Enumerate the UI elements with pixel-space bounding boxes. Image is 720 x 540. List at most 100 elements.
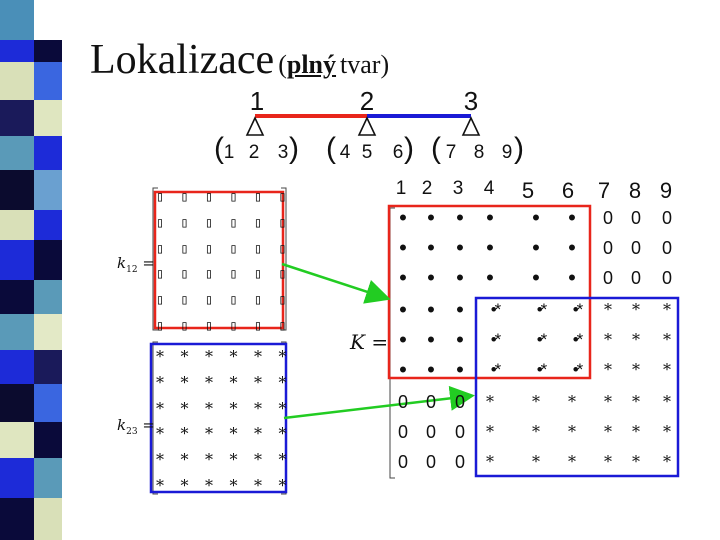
K-matrix-entry: 0 [630,208,641,228]
k12-matrix-entry: ▯ [204,189,214,205]
K-matrix-entry: •* [572,360,584,379]
K-column-header: 6 [561,178,575,203]
K-matrix-entry: * [532,422,540,441]
k12-matrix-entry: ▯ [155,292,165,309]
k23-matrix-entry: * [156,347,164,366]
K-matrix-entry: 0 [454,452,465,472]
k23-matrix-entry: * [254,476,262,495]
K-matrix-entry: * [663,330,671,349]
K-column-header: 3 [452,178,464,199]
K-matrix-entry: • [399,205,407,230]
K-matrix-entry: •* [536,330,548,349]
K-matrix-entry: • [456,205,464,230]
K-matrix-entry: • [568,265,576,290]
K-matrix-entry: •* [490,360,502,379]
K-matrix-entry: 0 [661,268,672,288]
k23-label-k: k [117,416,127,434]
k12-matrix-entry: ▯ [204,214,214,231]
k12-matrix-entry: ▯ [180,292,189,309]
k12-matrix-entry: ▯ [253,292,263,309]
k12-matrix-entry: ▯ [229,240,238,257]
K-label-eq: = [371,330,389,354]
K-matrix-entry: * [663,452,671,471]
k12-matrix-entry: ▯ [278,214,287,231]
k12-label-k: k [117,254,127,272]
K-matrix-entry: • [456,357,464,382]
k23-matrix-entry: * [205,476,213,495]
k23-matrix-entry: * [180,424,189,444]
k12-matrix-entry: ▯ [229,292,238,309]
k12-matrix-entry: ▯ [278,266,287,283]
k23-matrix-entry: * [278,476,287,495]
K-matrix-entry: 0 [630,238,641,258]
K-matrix-entry: * [604,360,612,379]
K-matrix-entry: * [568,392,576,411]
support-triangle-1 [245,116,265,136]
dof-label: 5 [361,142,373,163]
k23-matrix-entry: * [278,450,287,470]
title-open-paren: ( [278,50,287,79]
k12-matrix-entry: ▯ [229,318,238,334]
K-matrix-entry: • [532,205,540,230]
K-matrix-entry: * [632,360,640,379]
arrow-k23-to-K [283,385,475,420]
K-matrix-entry: •* [572,300,584,319]
K-matrix-entry: • [427,297,435,322]
k23-matrix-entry: * [180,450,189,470]
k12-matrix-entry: ▯ [155,240,165,257]
slide-title: Lokalizace (plný tvar) [90,36,389,84]
K-red-box [387,204,592,380]
dof-label: 2 [248,142,260,163]
k23-matrix-entry: * [180,372,189,392]
k12-matrix-entry: ▯ [253,266,263,283]
k12-matrix-entry: ▯ [204,240,214,257]
dof-label: 9 [501,142,513,163]
node-number-3: 3 [463,86,479,116]
support-triangle-3 [461,116,481,136]
dof-label: 6 [392,142,404,163]
K-matrix-entry: • [399,327,407,352]
k23-matrix-entry: * [156,450,164,470]
K-matrix-entry: 0 [425,392,436,412]
k23-matrix-entry: * [278,347,287,366]
k23-label-eq: = [142,416,155,434]
k23-label-sub: 23 [126,427,138,437]
k12-label-sub: 12 [126,265,138,275]
k23-matrix-entry: * [278,398,287,418]
K-matrix-entry: * [486,392,494,411]
k23-label: k23 = [117,416,155,437]
K-label-k: K [350,330,365,354]
K-matrix-entry: • [568,235,576,260]
k12-matrix-entry: ▯ [278,189,287,205]
k23-matrix-entry: * [229,347,238,366]
K-matrix-entry: 0 [397,452,408,472]
K-matrix-entry: * [663,300,671,319]
node-number-1: 1 [249,86,265,116]
K-matrix-entry: • [532,235,540,260]
dof-label: 1 [223,142,235,163]
K-matrix-entry: • [456,297,464,322]
k23-matrix-entry: * [254,347,262,366]
k23-matrix-entry: * [156,372,164,392]
K-matrix-entry: * [604,392,612,411]
K-matrix-entry: • [399,297,407,322]
k23-matrix-entry: * [156,476,164,495]
k23-matrix-entry: * [229,450,238,470]
K-column-header: 4 [483,178,495,199]
k23-matrix-entry: * [180,347,189,366]
K-matrix-entry: • [427,265,435,290]
k23-matrix-entry: * [278,372,287,392]
k23-matrix-entry: * [205,347,213,366]
K-matrix-entry: • [427,357,435,382]
K-matrix-entry: 0 [602,208,613,228]
support-triangle-2 [357,116,377,136]
k12-matrix-entry: ▯ [180,318,189,334]
k23-matrix-entry: * [205,372,213,392]
K-matrix-entry: • [456,265,464,290]
K-matrix-entry: 0 [397,422,408,442]
K-matrix-entry: • [427,235,435,260]
K-matrix-entry: 0 [602,268,613,288]
K-matrix-entry: * [604,300,612,319]
k23-matrix-entry: * [180,476,189,495]
k12-matrix-entry: ▯ [155,189,165,205]
